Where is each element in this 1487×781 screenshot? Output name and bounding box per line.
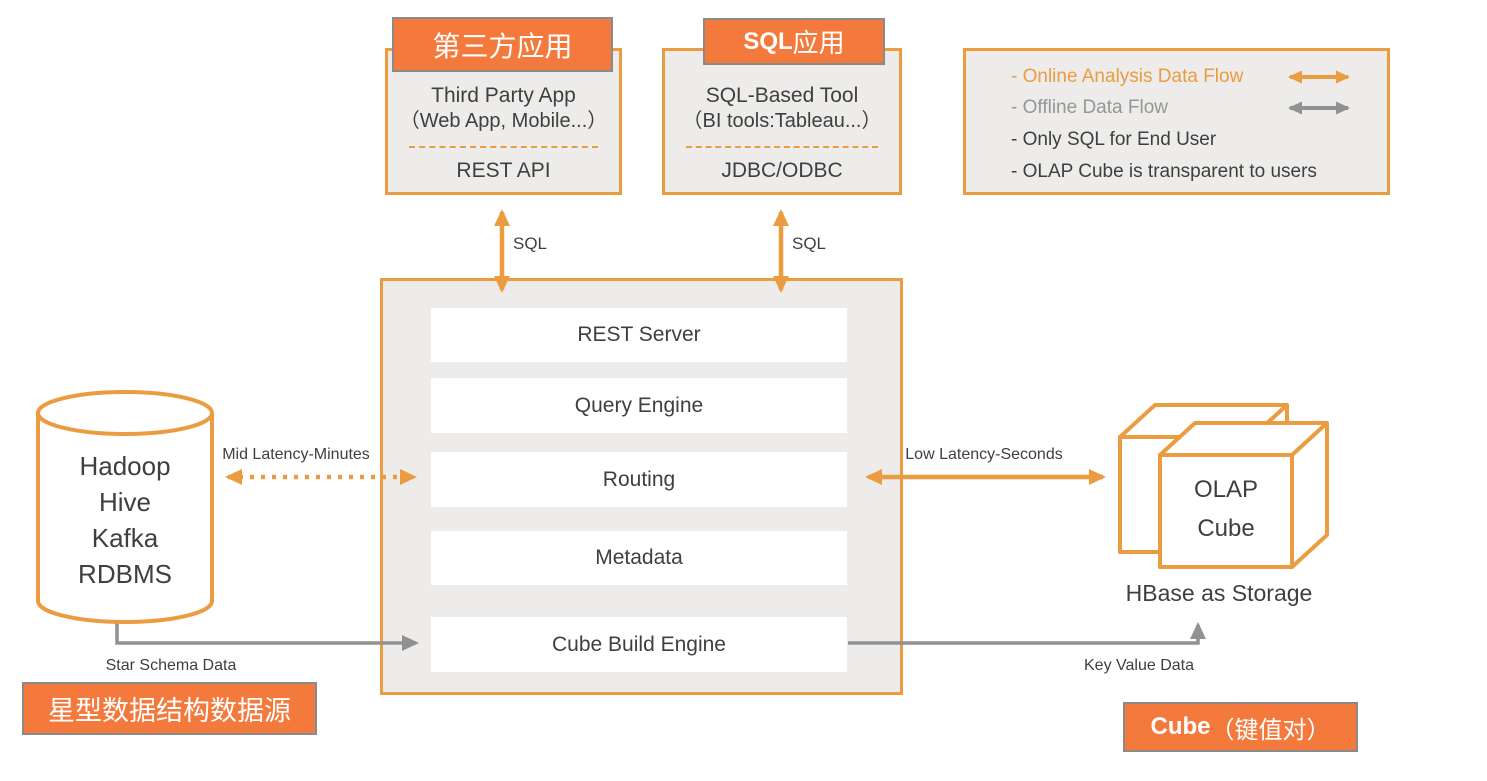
cube-label: Cube [1197, 515, 1255, 542]
sql-app-box: SQL-Based Tool （BI tools:Tableau...） JDB… [662, 48, 902, 195]
sql-label-right: SQL [792, 234, 827, 253]
rest-api-label: REST API [456, 159, 551, 182]
offline-flow-arrow-icon [1288, 101, 1350, 115]
datasource-hadoop: Hadoop [79, 451, 171, 481]
jdbc-odbc-label: JDBC/ODBC [721, 159, 843, 182]
dashed-divider [408, 146, 599, 148]
datasource-cylinder-icon [36, 390, 214, 624]
cube-key-value-banner: Cube（键值对） [1123, 702, 1358, 752]
online-flow-arrow-icon [1288, 70, 1350, 84]
sql-tool-subtitle: （BI tools:Tableau...） [682, 110, 882, 132]
cube-build-engine-row: Cube Build Engine [431, 617, 847, 672]
third-party-app-title: Third Party App [431, 84, 576, 107]
olap-cube-front-icon [1158, 421, 1329, 569]
key-value-data-label: Key Value Data [1084, 657, 1194, 674]
olap-cube-labels: OLAP Cube [1160, 470, 1292, 548]
olap-label: OLAP [1193, 476, 1259, 503]
third-party-app-tab: 第三方应用 [392, 17, 613, 72]
third-party-app-subtitle: （Web App, Mobile...） [399, 110, 608, 132]
legend-online-flow: - Online Analysis Data Flow [1011, 66, 1244, 87]
datasource-hive: Hive [98, 487, 151, 517]
metadata-row: Metadata [431, 531, 847, 585]
star-schema-data-label: Star Schema Data [105, 657, 237, 674]
datasource-rdbms: RDBMS [78, 559, 172, 589]
datasource-labels: Hadoop Hive Kafka RDBMS [38, 448, 212, 592]
legend-only-sql: - Only SQL for End User [1011, 129, 1217, 150]
legend-olap-transparent: - OLAP Cube is transparent to users [1011, 161, 1317, 182]
legend-box: - Online Analysis Data Flow - Offline Da… [963, 48, 1390, 195]
routing-row: Routing [431, 452, 847, 507]
low-latency-label: Low Latency-Seconds [905, 446, 1063, 463]
rest-server-row: REST Server [431, 308, 847, 362]
legend-offline-flow: - Offline Data Flow [1011, 97, 1168, 118]
sql-tool-title: SQL-Based Tool [705, 84, 859, 107]
third-party-app-box: Third Party App （Web App, Mobile...） RES… [385, 48, 622, 195]
key-value-flow-arrow [848, 622, 1206, 645]
query-engine-row: Query Engine [431, 378, 847, 433]
dashed-divider [686, 146, 878, 148]
datasource-kafka: Kafka [91, 523, 159, 553]
sql-label-left: SQL [513, 234, 548, 253]
mid-latency-label: Mid Latency-Minutes [222, 446, 370, 463]
star-schema-source-banner: 星型数据结构数据源 [22, 682, 317, 735]
hbase-storage-caption: HBase as Storage [1125, 580, 1313, 606]
